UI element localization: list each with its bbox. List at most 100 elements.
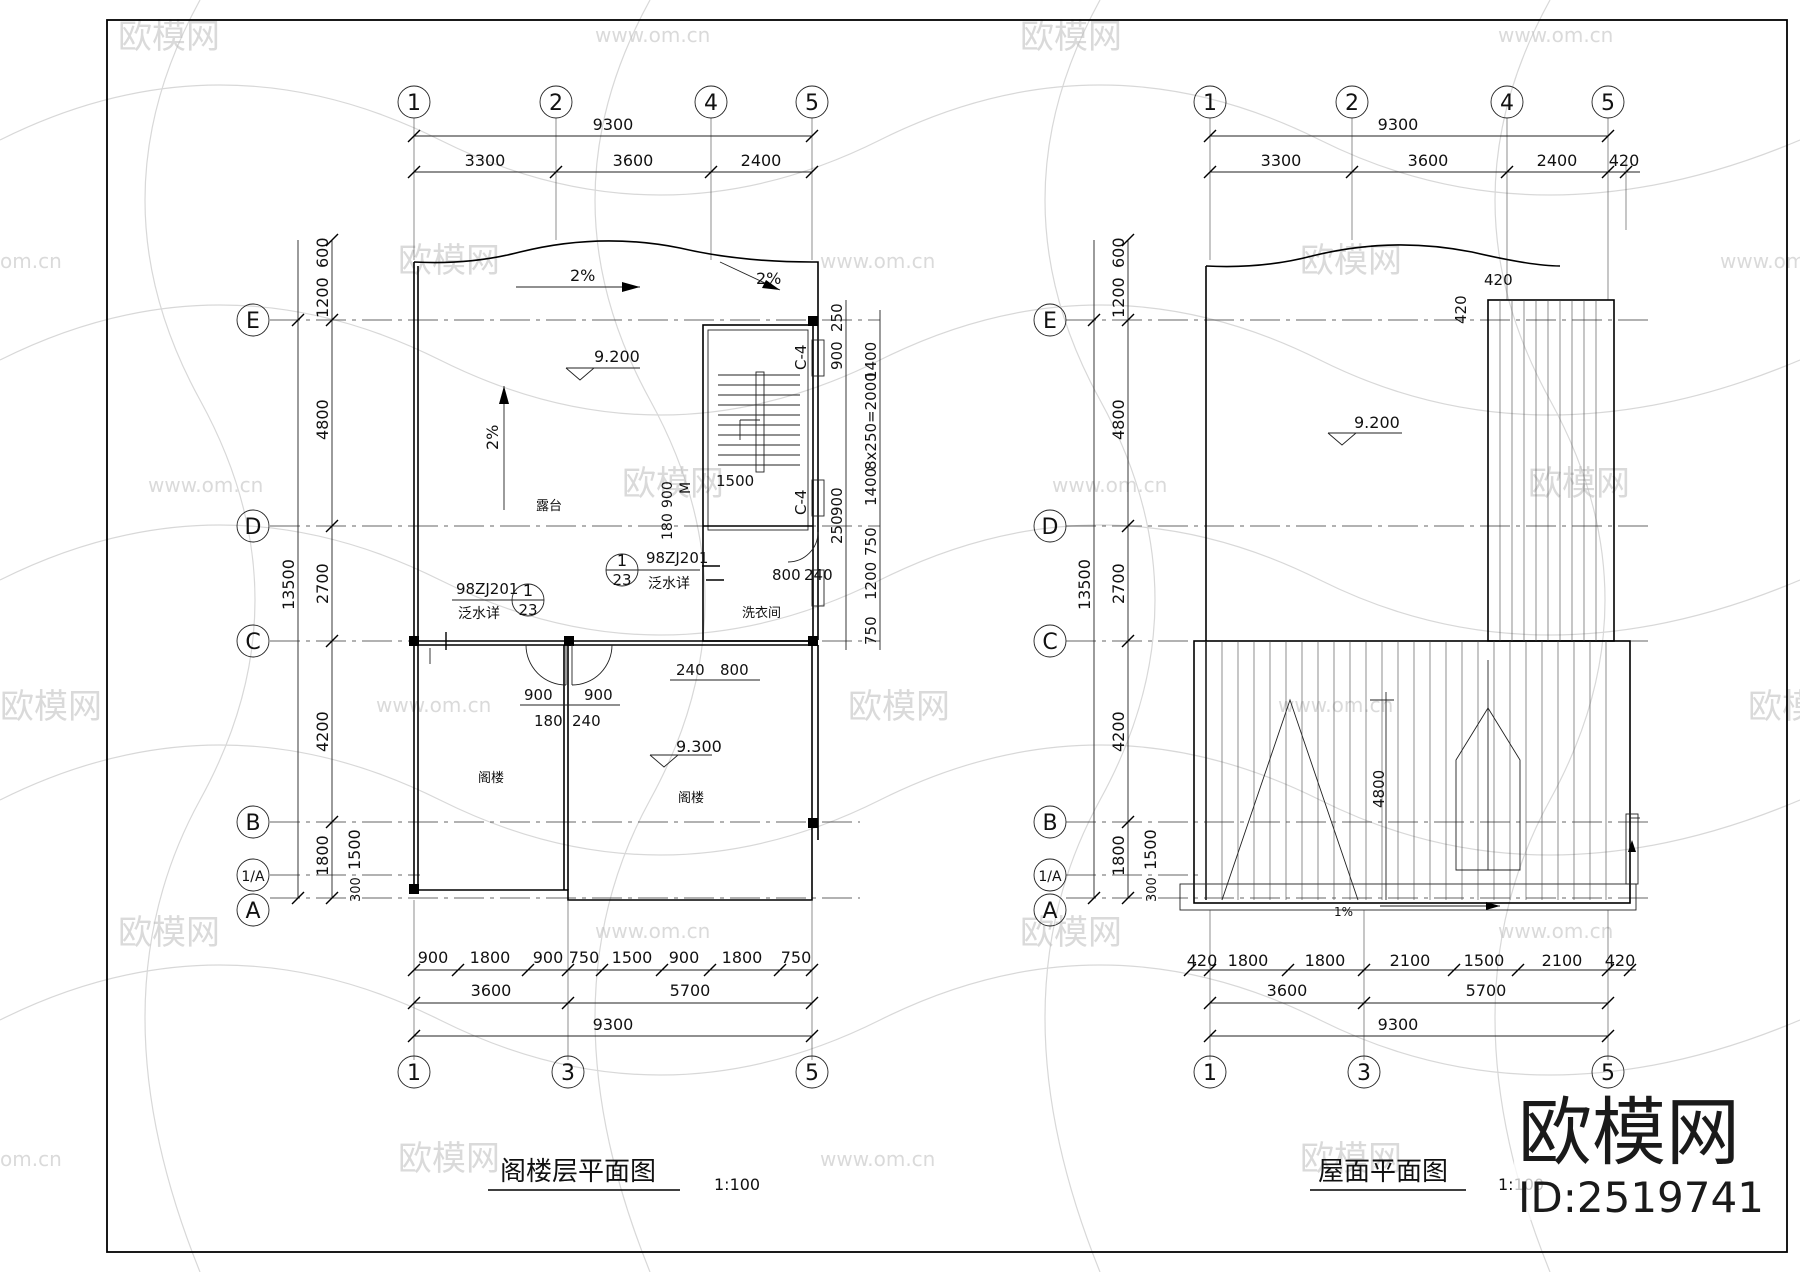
- watermark-brand: 欧模网: [1528, 464, 1630, 504]
- dim-text: 240: [804, 566, 833, 584]
- watermark-texts: 欧模网 www.om.cn 欧模网 www.om.cn om.cn 欧模网 ww…: [0, 17, 1800, 1179]
- dim-text: 1500: [716, 472, 754, 490]
- dim-text: 5700: [670, 981, 711, 1000]
- axis-label: 3: [1357, 1061, 1371, 1086]
- watermark-url: www.om.cn: [148, 473, 263, 497]
- dim-text: 300: [349, 877, 364, 902]
- dim-text: 1500: [345, 829, 364, 870]
- dim-text: 180: [534, 712, 563, 730]
- ref-num: 1: [617, 551, 627, 570]
- slope-label: 2%: [483, 425, 502, 450]
- dim-text: 300: [1145, 877, 1160, 902]
- axis-label: 1: [1203, 1061, 1217, 1086]
- watermark-url: www.om.cn: [1720, 249, 1800, 273]
- watermark-brand: 欧模网: [622, 464, 724, 504]
- dim-text: 8x250=2000: [862, 372, 880, 470]
- watermark-brand: 欧模网: [848, 687, 950, 727]
- axis-bubbles-bottom: 1 3 5: [397, 1055, 829, 1089]
- dimensions-left: 13500 1200 600 4800 2700 4200 1800 1500 …: [1075, 233, 1160, 905]
- windows: C-4 C-4: [792, 339, 825, 607]
- roof-plan: 1 2 4 5 9300 3300 3600 2400 420 E D: [1033, 85, 1650, 1194]
- watermark-url: www.om.cn: [820, 1147, 935, 1171]
- dim-text: 250: [828, 303, 846, 332]
- dim-text: 4800: [1109, 399, 1128, 440]
- dim-text: 5700: [1466, 981, 1507, 1000]
- dim-text: 180: [660, 513, 676, 540]
- dim-text: 2700: [1109, 563, 1128, 604]
- dim-text: 1800: [1305, 951, 1346, 970]
- watermark-url: www.om.cn: [1498, 23, 1613, 47]
- dim-text: 1200: [862, 562, 880, 600]
- walls: [409, 240, 819, 901]
- dim-text: 1800: [722, 948, 763, 967]
- dim-text: 2100: [1542, 951, 1583, 970]
- dim-text: 1500: [1141, 829, 1160, 870]
- room-terrace: 露台: [536, 499, 562, 514]
- plan-title: 阁楼层平面图: [500, 1157, 656, 1187]
- dim-text: 250: [828, 515, 846, 544]
- plan-scale: 1:100: [714, 1175, 760, 1194]
- axis-bubbles-bottom: 1 3 5: [1193, 1055, 1625, 1089]
- watermark-brand: 欧模网: [1300, 1139, 1402, 1179]
- dim-text: 4200: [1109, 711, 1128, 752]
- axis-label: A: [1042, 899, 1057, 924]
- dim-text: 1800: [1228, 951, 1269, 970]
- dim-text: 800: [772, 566, 801, 584]
- watermark-brand: 欧模网: [1020, 913, 1122, 953]
- dim-text: 3600: [1408, 151, 1449, 170]
- room-attic-1: 阁楼: [478, 771, 504, 786]
- dim-text: 4200: [313, 711, 332, 752]
- dim-text: 1800: [1109, 835, 1128, 876]
- dim-text: 13500: [279, 559, 298, 610]
- axis-label: 5: [805, 1061, 819, 1086]
- dim-text: 900: [418, 948, 449, 967]
- axis-label: A: [245, 899, 260, 924]
- room-laundry: 洗衣间: [742, 605, 781, 621]
- slope-label: 1%: [1334, 905, 1353, 919]
- dim-text: 420: [1609, 151, 1640, 170]
- dim-text: 750: [781, 948, 812, 967]
- dim-text: 240: [676, 661, 705, 679]
- room-attic-2: 阁楼: [678, 791, 704, 806]
- axis-label: 5: [1601, 91, 1615, 116]
- plan-title-block: 屋面平面图 1:100: [1310, 1157, 1544, 1194]
- dim-text: 9300: [593, 115, 634, 134]
- slope-label: 2%: [570, 266, 595, 285]
- axis-label: D: [1042, 515, 1059, 540]
- dim-text: 900: [828, 341, 846, 370]
- dim-text: 900: [828, 487, 846, 516]
- ref-sheet: 23: [612, 571, 631, 589]
- dim-text: 420: [1484, 271, 1513, 289]
- ref-num: 1: [523, 581, 533, 600]
- watermark-url: om.cn: [0, 249, 62, 273]
- axis-bubbles-side: E D C B 1/A A: [1033, 303, 1067, 927]
- axis-bubbles-side: E D C B 1/A A: [236, 303, 270, 927]
- dim-text: 900: [669, 948, 700, 967]
- axis-label: E: [1043, 309, 1057, 334]
- grid-lines-horizontal: [1066, 319, 1650, 899]
- dim-text: 4800: [313, 399, 332, 440]
- dim-text: 2400: [741, 151, 782, 170]
- axis-bubbles-top: 1 2 4 5: [1193, 85, 1627, 300]
- watermark-url: www.om.cn: [1278, 693, 1393, 717]
- brand-watermark: 欧模网 ID:2519741: [1514, 1090, 1764, 1222]
- dim-text: 2700: [313, 563, 332, 604]
- watermark-brand: 欧模网: [1300, 241, 1402, 281]
- axis-label: 1: [407, 91, 421, 116]
- roof-outline: [1179, 244, 1640, 911]
- ref-sheet: 23: [518, 601, 537, 619]
- watermark-url: www.om.cn: [595, 23, 710, 47]
- annotations: 9.200 420 420 4800 1%: [1327, 271, 1513, 919]
- axis-label: 4: [704, 91, 718, 116]
- dim-text: 800: [720, 661, 749, 679]
- axis-label: 2: [549, 91, 563, 116]
- axis-label: B: [1042, 811, 1057, 836]
- dim-text: 1500: [1464, 951, 1505, 970]
- watermark-url: www.om.cn: [820, 249, 935, 273]
- dim-text: 750: [862, 616, 880, 645]
- watermark-brand: 欧模网: [398, 241, 500, 281]
- dim-text: 3300: [465, 151, 506, 170]
- dimensions-top: 9300 3300 3600 2400 420: [1203, 115, 1640, 179]
- watermark-brand: 欧模网: [398, 1139, 500, 1179]
- annotations: 2% 2% 2% 9.200 露台 9.300 阁楼 阁楼 洗衣间 1 23 9…: [445, 261, 833, 806]
